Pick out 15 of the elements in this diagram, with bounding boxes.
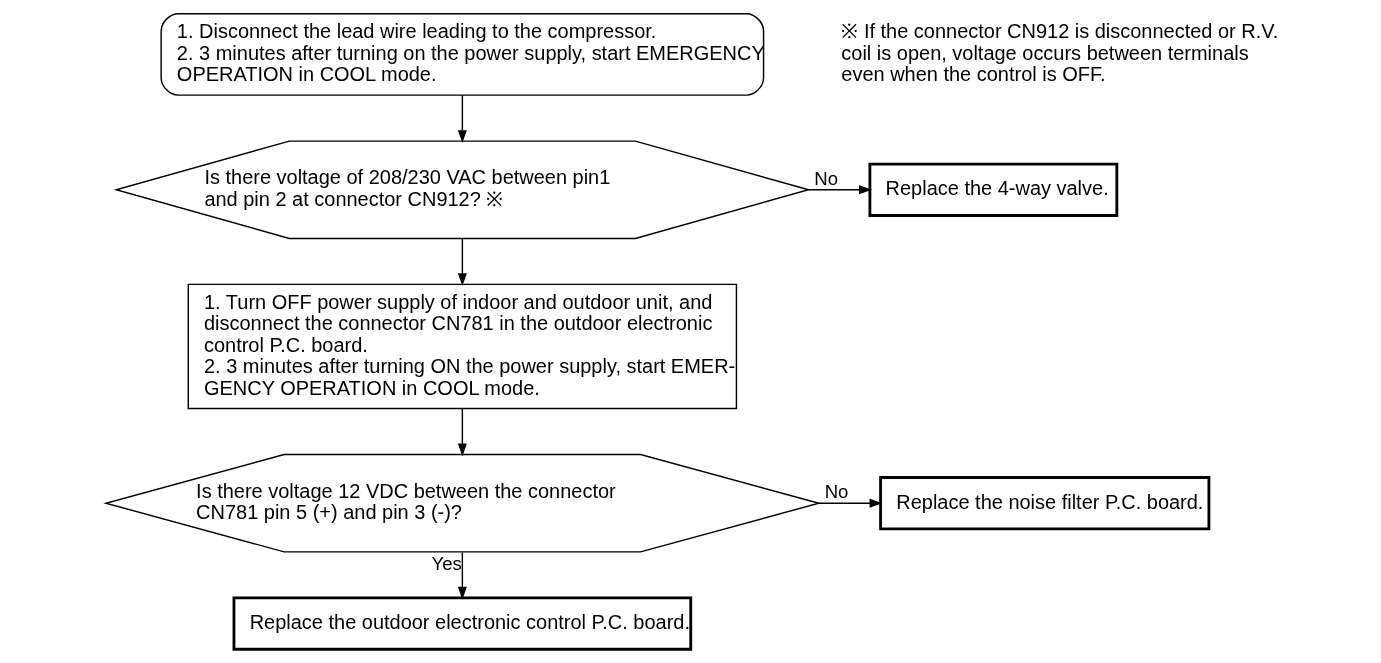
arrow	[818, 498, 883, 508]
label: ※ If the connector CN912 is disconnected or R.V. coil is open, voltage occurs between terminals even when the control is OFF.	[841, 20, 1279, 86]
arrow	[457, 94, 467, 144]
edge-label: No	[814, 167, 839, 189]
arrow	[808, 185, 872, 195]
arrow	[457, 408, 467, 457]
edge-label: No	[824, 481, 849, 503]
node-box: Replace the noise filter P.C. board.	[879, 476, 1211, 531]
node-box: 1. Turn OFF power supply of indoor and outdoor unit, and disconnect the connector CN781 in the outdoor electronic control P.C. board. 2. 3 minutes after turning ON the power supply, start EMER-GENCY OPERATION in COOL mode.	[187, 283, 738, 410]
edge-label: Yes	[431, 552, 462, 574]
node-box: 1. Disconnect the lead wire leading to the compressor. 2. 3 minutes after turning on the power supply, start EMERGENCY OPERATION in COOL mode.	[160, 13, 765, 96]
node-box: Replace the 4-way valve.	[868, 162, 1119, 217]
arrow	[457, 551, 467, 600]
node-box: Replace the outdoor electronic control P.C. board.	[232, 596, 693, 651]
arrow	[457, 237, 467, 287]
